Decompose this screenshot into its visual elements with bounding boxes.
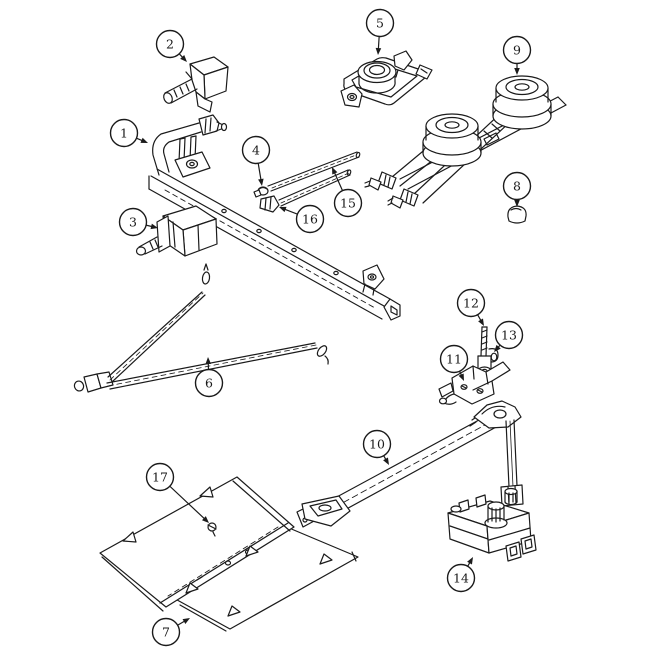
callout-circle [241,135,271,165]
callout-number: 15 [340,195,356,210]
harness-terminal-top [201,271,211,285]
gas-tube-15 [267,151,358,187]
leader-arrowhead [478,318,484,326]
callout-number: 5 [376,15,384,30]
panel-upper-sheet [99,476,295,608]
valve-stem [138,236,158,248]
callout-circle [145,462,175,492]
leader-arrowhead [180,54,187,62]
leader-arrowhead [279,206,287,213]
callout-7-burner-box-base-panel: 7 [151,617,190,647]
part-pressure-regulator [340,50,433,108]
leader-arrowhead [258,178,264,186]
callout-number: 6 [205,375,213,390]
callout-10-burner-support-rail: 10 [362,429,392,465]
part-gas-valve [135,205,218,257]
callout-number: 4 [252,142,260,157]
harness-terminal-right [316,345,328,357]
part-base-panel [99,476,359,632]
panel-screw-17 [207,522,217,537]
callout-circle [502,171,532,201]
callout-circle [456,288,486,318]
rail-head [473,400,522,429]
leader-arrowhead [201,516,209,523]
electrode-clip-13 [488,348,499,363]
part-igniter-assembly [438,326,511,405]
leader-arrowhead [458,373,464,381]
callout-circle [362,429,392,459]
burner-head-left [422,113,482,167]
callout-number: 14 [453,570,469,585]
callout-circle [494,320,524,350]
part-orifice-cap [507,205,527,224]
leader-arrowhead [514,68,520,75]
clip-rod [164,78,193,94]
callout-number: 12 [463,295,479,310]
part-safety-valve [447,487,537,562]
callout-16-tube-fitting-nut: 16 [279,204,325,234]
callout-number: 8 [513,178,521,193]
callout-circle [333,188,363,218]
leader-arrowhead [150,223,158,230]
callout-8-orifice-cap: 8 [502,171,532,207]
manifold-elbow [152,122,200,176]
callout-5-pressure-regulator: 5 [365,8,395,55]
callout-13-electrode-clip: 13 [494,320,524,352]
part-wire-harness [73,263,329,393]
part-support-clip-bracket [163,56,229,113]
callout-3-gas-valve: 3 [118,207,158,237]
callout-circle [194,368,224,398]
callout-circle [446,563,476,593]
part-double-burner-assembly [364,75,567,209]
callout-number: 10 [369,436,385,451]
callout-11-igniter-bracket: 11 [439,344,469,381]
callout-12-igniter-electrode: 12 [456,288,486,326]
callout-circle [118,207,148,237]
leader-arrowhead [383,457,389,465]
callout-number: 3 [129,214,137,229]
callout-17-panel-screw: 17 [145,462,209,523]
tube-fitting-16 [259,195,280,213]
callout-4-orifice-hood: 4 [241,135,271,186]
drop-tube [505,420,510,488]
callout-circle [109,118,139,148]
callout-circle [365,8,395,38]
callout-2-support-clip-bracket: 2 [155,29,187,62]
callout-number: 9 [513,42,521,57]
callout-number: 7 [162,624,170,639]
callout-15-gas-tube: 15 [332,167,363,218]
callout-number: 16 [302,211,318,226]
callout-circle [502,35,532,65]
callout-circle [439,344,469,374]
callout-circle [155,29,185,59]
burner-head-right [492,75,552,130]
callout-number: 11 [446,351,462,366]
leader-arrowhead [332,167,338,175]
callout-number: 17 [152,469,168,484]
callout-circle [151,617,181,647]
callout-circle [295,204,325,234]
igniter-electrode-pin [480,326,483,357]
callout-number: 2 [166,36,174,51]
leader-arrowhead [205,357,212,365]
leader-arrowhead [140,137,148,143]
callout-9-double-burner-assembly: 9 [502,35,532,75]
leader-arrowhead [375,47,382,55]
callout-number: 1 [120,125,128,140]
regulator-knob [357,60,397,84]
igniter-bracket-11 [451,361,511,405]
leader-arrowhead [514,200,520,207]
leader-arrowhead [467,557,473,565]
part-support-rail [296,400,524,528]
callout-6-wire-harness: 6 [194,357,224,398]
part-gas-tubes [253,151,361,213]
leader-arrowhead [182,618,190,624]
leader-arrowhead [494,344,501,352]
callout-1-manifold-pipe: 1 [109,118,148,148]
callout-14-safety-valve: 14 [446,557,476,593]
callout-number: 13 [501,327,517,342]
